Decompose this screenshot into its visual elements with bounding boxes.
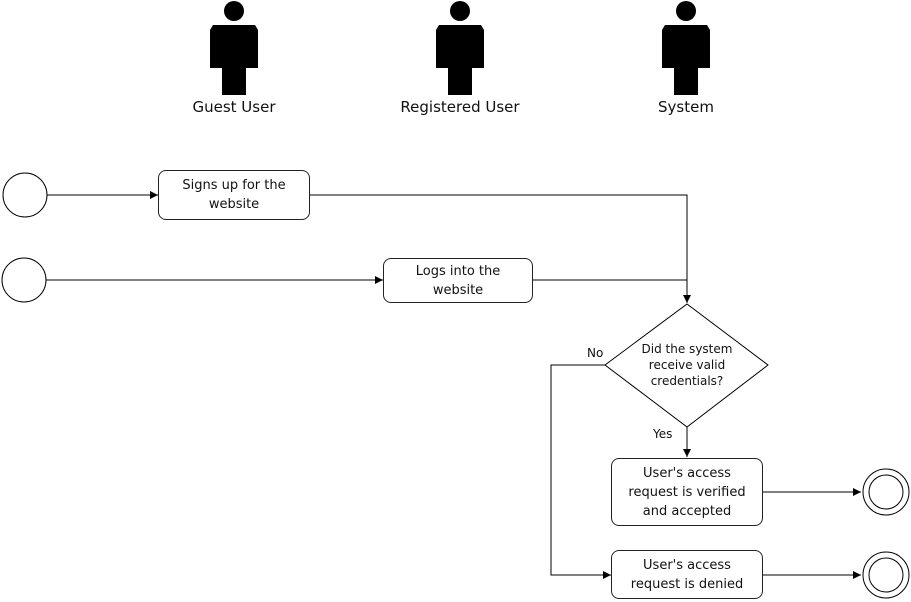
final-node-accepted	[862, 468, 910, 516]
edge-decision-no	[550, 364, 611, 579]
actor-guest-user-icon	[210, 1, 258, 95]
decision-question: Did the system receive valid credentials…	[641, 342, 733, 388]
actor-guest-user-label: Guest User	[192, 98, 276, 116]
initial-node-login	[1, 257, 47, 303]
final-node-denied	[862, 551, 910, 599]
activity-signup[interactable]: Signs up for the website	[158, 170, 310, 220]
actor-registered-user-icon	[436, 1, 484, 95]
activity-access-accepted[interactable]: User's access request is verified and ac…	[611, 458, 763, 526]
actor-registered-user-label: Registered User	[400, 98, 520, 116]
actor-system-icon	[662, 1, 710, 95]
edge-label-yes: Yes	[653, 427, 673, 441]
actor-system-label: System	[658, 98, 714, 116]
initial-node-signup	[2, 172, 48, 218]
activity-login[interactable]: Logs into the website	[383, 258, 533, 303]
edge-label-no: No	[587, 346, 604, 360]
activity-access-denied[interactable]: User's access request is denied	[611, 550, 763, 599]
edge-signup-to-decision	[310, 194, 691, 303]
